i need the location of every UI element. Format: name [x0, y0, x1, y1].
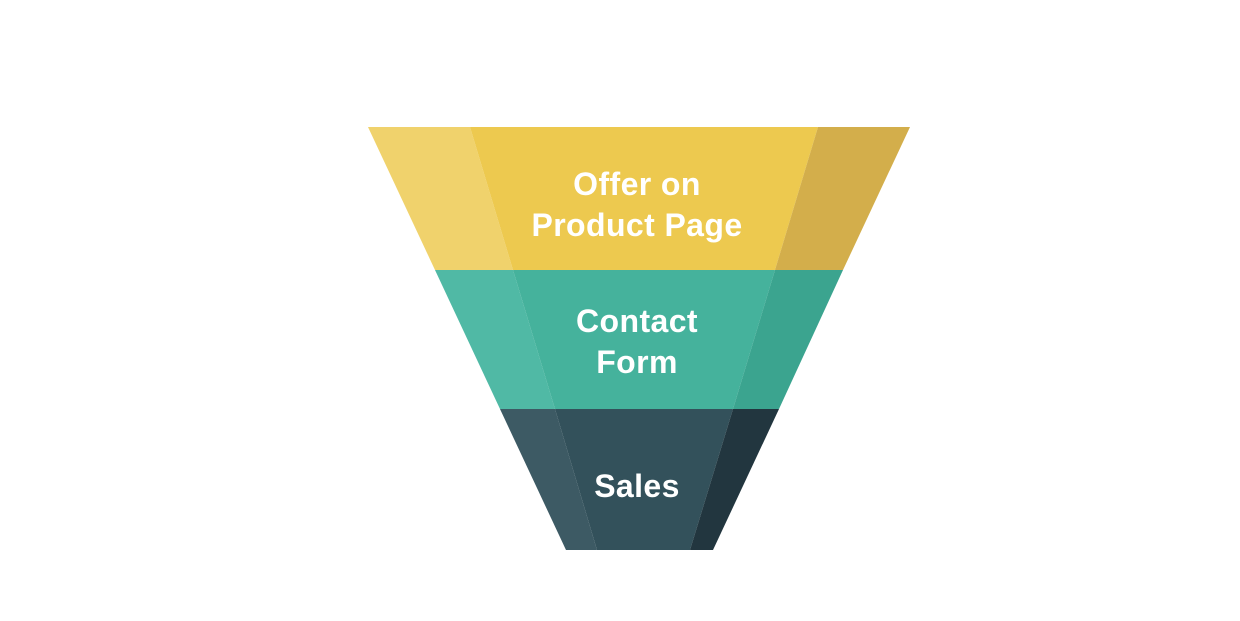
stage-1-right-facet — [775, 127, 910, 270]
stage-2-left-facet — [435, 270, 555, 409]
stage-1-left-facet — [368, 127, 513, 270]
stage-1-center-facet — [470, 127, 818, 270]
stage-2-center-facet — [513, 270, 775, 409]
stage-2-right-facet — [733, 270, 843, 409]
stage-3-right-facet — [690, 409, 779, 550]
stage-1-label-line-2: Product Page — [531, 207, 743, 243]
stage-3-label: Sales — [594, 466, 680, 507]
stage-1-label: Offer on Product Page — [531, 164, 742, 246]
stage-2-label-line-2: Form — [596, 344, 678, 380]
stage-2-label-line-1: Contact — [576, 303, 698, 339]
stage-3-left-facet — [500, 409, 597, 550]
stage-1-label-line-1: Offer on — [573, 166, 701, 202]
stage-3-center-facet — [555, 409, 733, 550]
stage-3-label-line-1: Sales — [594, 468, 680, 504]
stage-2-label: Contact Form — [576, 301, 698, 383]
